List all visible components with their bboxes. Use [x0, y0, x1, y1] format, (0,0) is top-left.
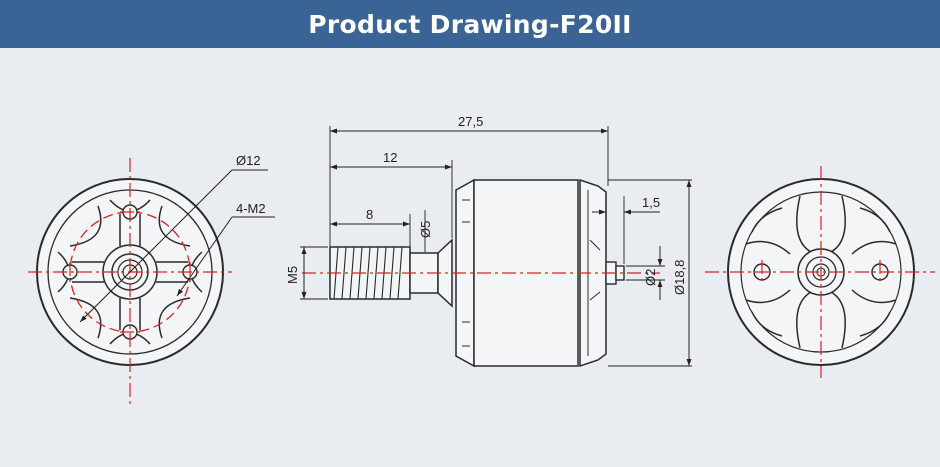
shaft-length-label: 12 [383, 150, 397, 165]
tail-diameter-label: Ø2 [643, 269, 658, 286]
thread-length-label: 8 [366, 207, 373, 222]
product-drawing: Ø12 4-M2 [28, 114, 935, 404]
page-title: Product Drawing-F20II [308, 9, 632, 39]
body-diameter-label: Ø18,8 [672, 260, 687, 295]
bolt-circle-label: Ø12 [236, 153, 261, 168]
title-bar: Product Drawing-F20II [0, 0, 940, 48]
side-view: 27,5 12 8 Ø5 M5 1,5 Ø2 Ø18,8 [285, 114, 692, 368]
front-view: Ø12 4-M2 [28, 153, 275, 404]
rear-view [705, 166, 935, 378]
overall-length-label: 27,5 [458, 114, 483, 129]
mount-holes-label: 4-M2 [236, 201, 266, 216]
thread-spec-label: M5 [285, 266, 300, 284]
shaft-diameter-label: Ø5 [418, 221, 433, 238]
tail-length-label: 1,5 [642, 195, 660, 210]
